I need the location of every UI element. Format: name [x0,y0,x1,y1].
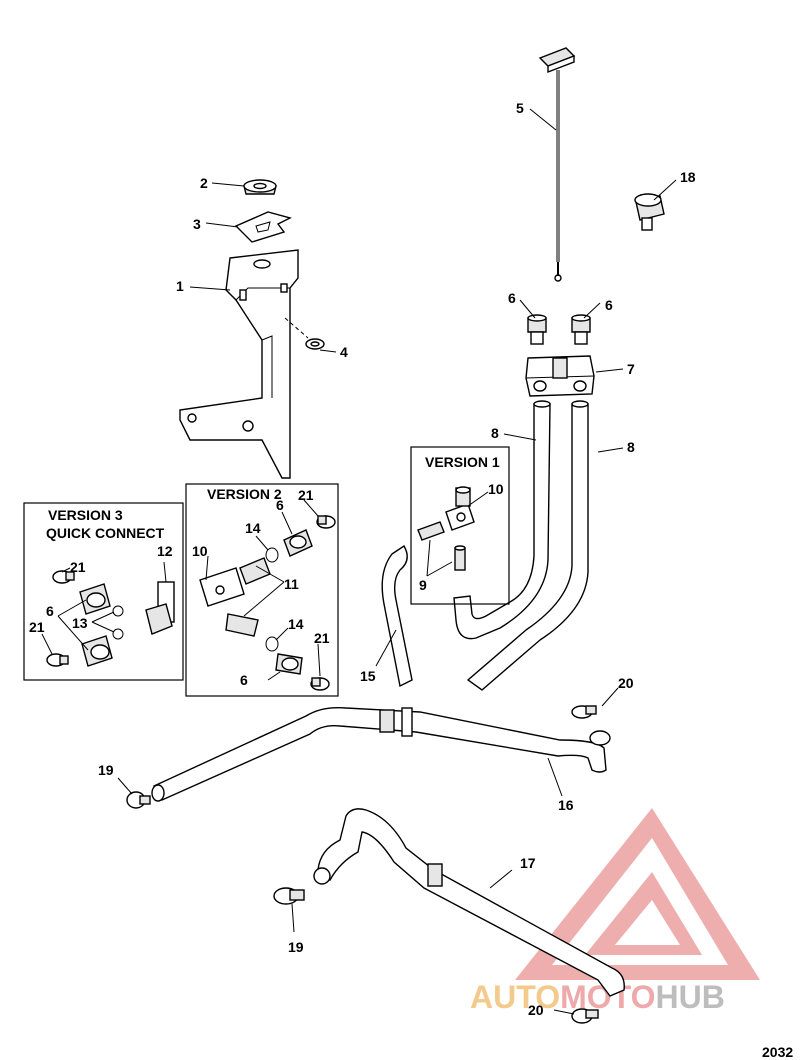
fitting-part-6-v3a [79,583,111,615]
callout-14-a: 14 [245,520,261,536]
callout-1: 1 [176,278,184,294]
oring-part-14-b [265,636,279,652]
fitting-part-6-v2b [275,653,303,675]
bracket-part-1 [179,249,299,479]
callout-6-v2b: 6 [240,672,248,688]
oring-part-13-a [112,605,124,617]
callout-11: 11 [284,576,299,592]
figure-number: 2032 [762,1044,793,1060]
callout-3: 3 [193,216,201,232]
oring-part-13-b [112,628,124,640]
version-2-box [185,483,339,697]
fitting-part-6-v2a [283,529,313,557]
callout-7: 7 [627,361,635,377]
fitting-part-9-b [454,545,466,571]
callout-10-v1: 10 [488,481,504,497]
callout-19-b: 19 [288,939,304,955]
callout-14-b: 14 [288,616,304,632]
hose-part-8-left [453,400,551,640]
watermark-text: AUTOMOTOHUB [470,979,725,1015]
callout-2: 2 [200,175,208,191]
callout-19-a: 19 [98,762,114,778]
callout-4: 4 [340,344,348,360]
clamp-part-21-v2a [316,515,336,529]
junction-block-part-7 [525,355,595,397]
hose-part-17 [313,808,625,997]
clamp-part-19-bottom [273,887,305,905]
version-3-title-line2: QUICK CONNECT [46,525,165,541]
callout-8-a: 8 [491,425,499,441]
oring-part-14-a [265,547,279,563]
callout-18: 18 [680,169,696,185]
tee-part-10-v1 [445,486,475,531]
callout-6-v2a: 6 [276,497,284,513]
hose-part-15 [381,545,413,688]
clamp-part-21-v3a [52,570,75,584]
version-3-title-line1: VERSION 3 [48,507,123,523]
clamp-part-21-v3b [46,653,69,667]
version-1-title: VERSION 1 [425,454,500,470]
hose-part-8-right [466,400,589,691]
callout-17: 17 [520,855,536,871]
clamp-part-20-top [571,705,597,719]
fitting-part-9-a [417,521,445,541]
callout-12: 12 [157,543,173,559]
callout-6-b: 6 [605,297,613,313]
cap-part-2 [243,179,277,195]
version-1-box [410,446,510,605]
fitting-part-11-b [225,613,259,637]
fitting-part-6-right [571,314,591,345]
callout-13: 13 [72,615,88,631]
callout-6-a: 6 [508,290,516,306]
clamp-part-20-bottom [571,1008,599,1024]
version-2-title: VERSION 2 [207,486,282,502]
callout-10-v2: 10 [192,543,208,559]
callout-15: 15 [360,668,376,684]
tee-part-10-v2 [199,567,245,607]
callout-20-b: 20 [528,1002,544,1018]
callout-21-v3a: 21 [70,559,86,575]
callout-8-b: 8 [627,439,635,455]
callout-labels: 1 2 3 4 5 6 6 7 8 8 10 9 18 15 20 19 16 … [29,100,696,1018]
callout-6-v3: 6 [46,603,54,619]
callout-16: 16 [558,797,574,813]
callout-21-v2a: 21 [298,487,314,503]
callout-21-v2b: 21 [314,630,330,646]
callout-20-a: 20 [618,675,634,691]
tee-part-12 [145,581,175,635]
cap-part-18 [634,193,665,231]
callout-21-v3b: 21 [29,619,45,635]
gasket-part-3 [234,211,292,243]
callout-5: 5 [516,100,524,116]
fitting-part-6-v3b [81,635,113,667]
watermark-logo [515,808,760,980]
leader-lines [41,108,677,1015]
clamp-part-19-left [126,791,151,809]
dipstick-part-5 [538,47,576,282]
callout-9: 9 [419,577,427,593]
hose-part-16 [151,706,611,802]
fitting-part-6-left [527,314,547,345]
clamp-part-21-v2b [310,677,330,691]
version-3-box [23,502,184,681]
